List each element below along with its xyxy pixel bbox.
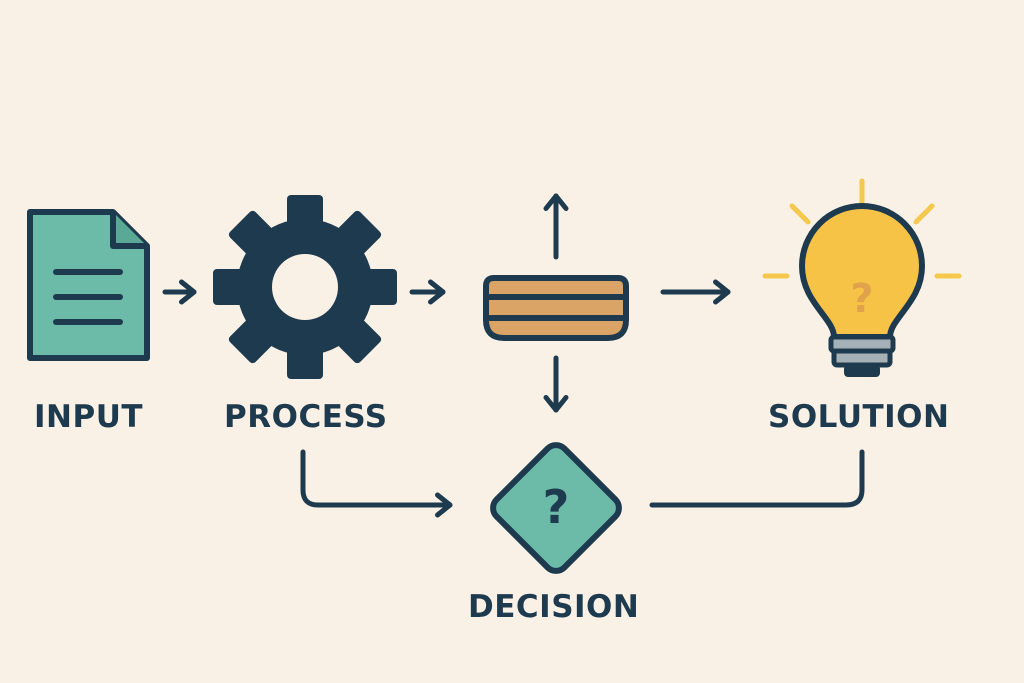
process-label: PROCESS — [224, 399, 388, 435]
connector-decision-solution — [649, 449, 865, 508]
solution-label: SOLUTION — [768, 399, 950, 435]
lightbulb-glyph: ? — [850, 276, 873, 322]
gear-icon — [213, 195, 397, 379]
stacked-layers-icon — [483, 275, 629, 341]
document-icon — [27, 209, 150, 361]
connector-process-decision — [300, 449, 453, 518]
lightbulb-icon: ? — [762, 178, 962, 377]
diamond-question-icon: ? — [490, 442, 622, 574]
input-label: INPUT — [34, 399, 144, 435]
decision-label: DECISION — [468, 589, 640, 625]
diamond-glyph: ? — [543, 480, 570, 534]
